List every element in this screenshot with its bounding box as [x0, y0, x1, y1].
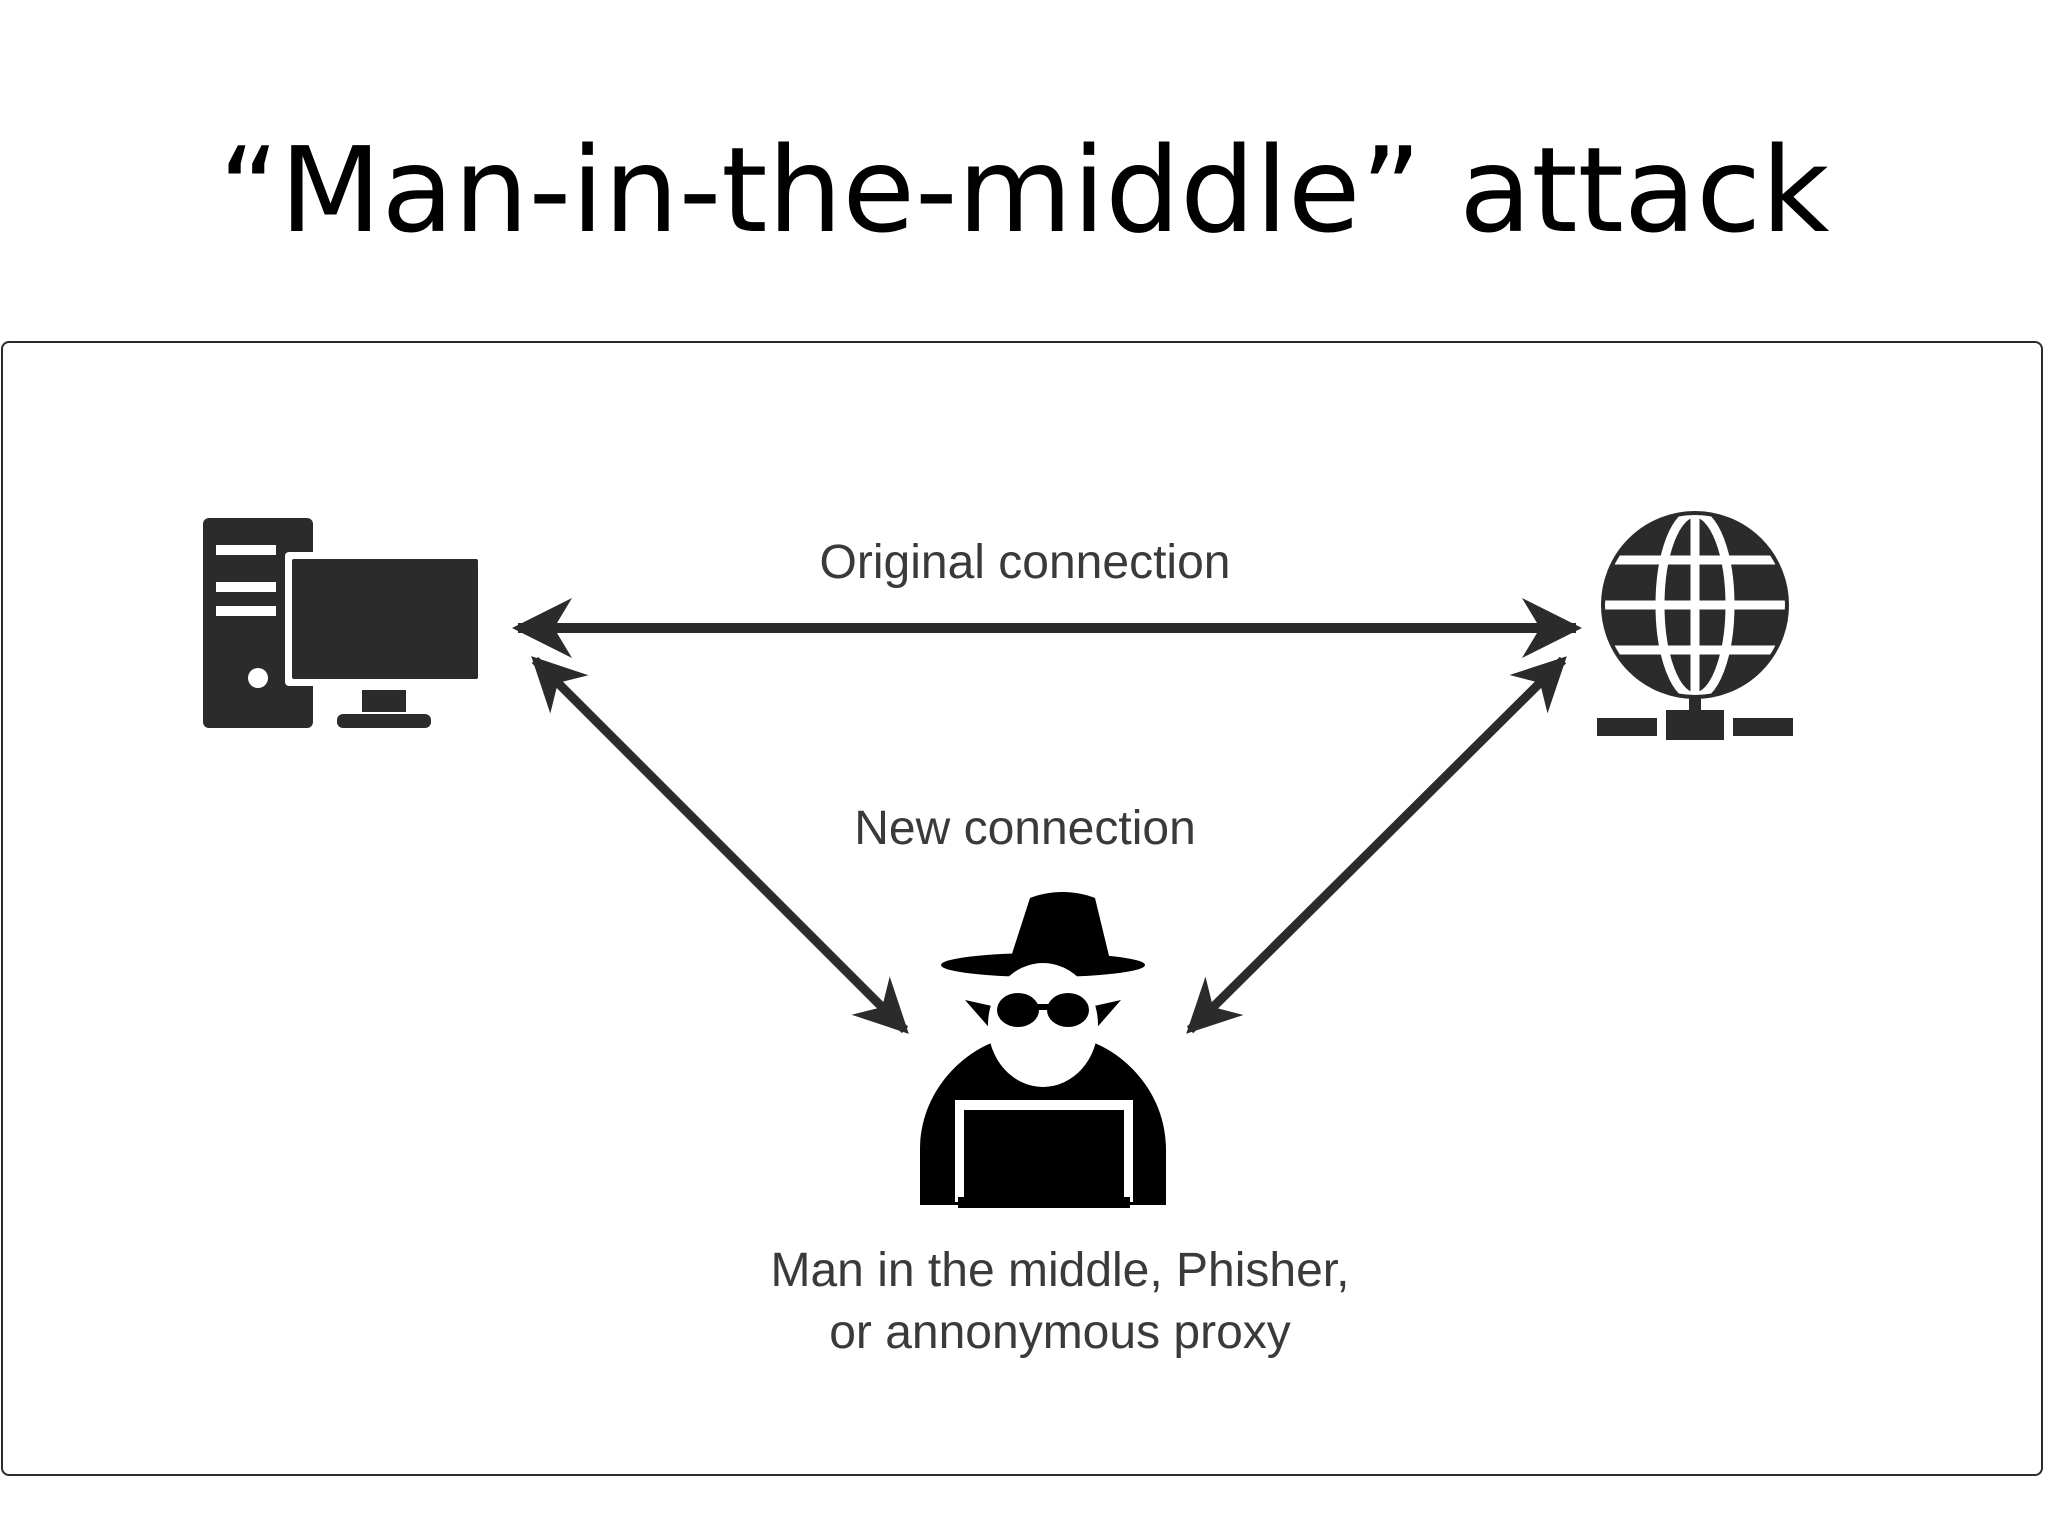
attacker-label-line-2: or annonymous proxy [829, 1306, 1291, 1359]
slide-title: “Man-in-the-middle” attack [218, 121, 1830, 259]
attacker-label-line-1: Man in the middle, Phisher, [770, 1244, 1350, 1297]
new-connection-label: New connection [854, 802, 1196, 855]
globe-network-icon [1597, 508, 1793, 740]
new-connection-arrow-left [531, 656, 909, 1034]
attacker-label: Man in the middle, Phisher, or annonymou… [660, 1240, 1460, 1364]
desktop-computer-icon [203, 518, 485, 728]
new-connection-arrow-right [1186, 656, 1567, 1034]
hacker-spy-icon [920, 892, 1166, 1208]
original-connection-label: Original connection [819, 536, 1231, 589]
